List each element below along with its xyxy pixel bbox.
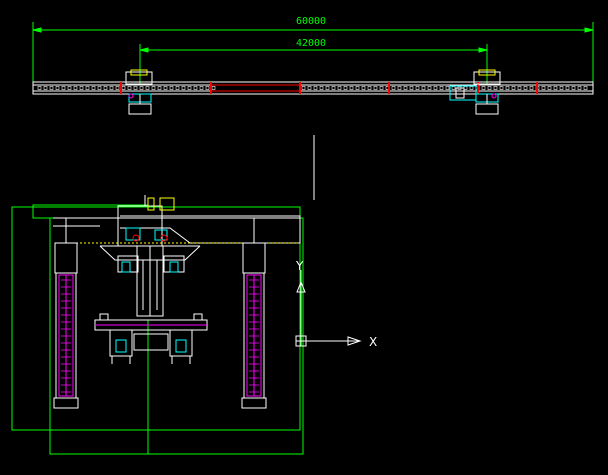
girder-perforation bbox=[439, 86, 444, 90]
spreader-beam bbox=[94, 313, 208, 364]
girder-perforation bbox=[481, 86, 486, 90]
girder-perforation bbox=[91, 86, 96, 90]
girder-perforation bbox=[373, 86, 378, 90]
left-trolley-plan bbox=[125, 69, 153, 115]
girder-perforation bbox=[511, 86, 516, 90]
girder-perforation bbox=[571, 86, 576, 90]
left-leg-stiffeners bbox=[61, 279, 71, 393]
hoist-column bbox=[136, 245, 164, 317]
ucs-icon bbox=[295, 270, 362, 347]
left-leg bbox=[53, 218, 79, 409]
girder-perforation bbox=[175, 86, 180, 90]
girder-perforation bbox=[163, 86, 168, 90]
girder-perforation bbox=[37, 86, 42, 90]
girder-perforation bbox=[43, 86, 48, 90]
girder-perforation bbox=[403, 86, 408, 90]
girder-perforation bbox=[127, 86, 132, 90]
girder-perforation bbox=[523, 86, 528, 90]
dimension-overall bbox=[32, 22, 594, 84]
girder-perforation bbox=[505, 86, 510, 90]
girder-perforation bbox=[151, 86, 156, 90]
girder-perforation bbox=[301, 86, 306, 90]
girder-perforation bbox=[55, 86, 60, 90]
girder-perforation bbox=[583, 86, 588, 90]
girder-perforation bbox=[445, 86, 450, 90]
girder-perforation bbox=[139, 86, 144, 90]
girder-perforation bbox=[553, 86, 558, 90]
girder-perforation bbox=[397, 86, 402, 90]
girder-perforation bbox=[325, 86, 330, 90]
girder-perforation bbox=[469, 86, 474, 90]
girder-perforation bbox=[181, 86, 186, 90]
girder-perforation bbox=[559, 86, 564, 90]
girder-perforation bbox=[49, 86, 54, 90]
girder-perforation bbox=[121, 86, 126, 90]
girder-perforation bbox=[565, 86, 570, 90]
girder-perforation bbox=[433, 86, 438, 90]
girder-perforation bbox=[541, 86, 546, 90]
girder-perforation bbox=[199, 86, 204, 90]
girder-perforation bbox=[331, 86, 336, 90]
girder-perforation bbox=[361, 86, 366, 90]
girder-perforation bbox=[529, 86, 534, 90]
girder-perforation bbox=[379, 86, 384, 90]
girder-perforation bbox=[415, 86, 420, 90]
girder-perforation bbox=[343, 86, 348, 90]
girder-perforation bbox=[451, 86, 456, 90]
girder-perforation bbox=[145, 86, 150, 90]
girder-perforation bbox=[193, 86, 198, 90]
main-crossbeam bbox=[53, 215, 301, 244]
girder-perforation bbox=[349, 86, 354, 90]
girder-perforation bbox=[577, 86, 582, 90]
girder-perforation bbox=[307, 86, 312, 90]
girder-perforation bbox=[319, 86, 324, 90]
girder-perforation bbox=[547, 86, 552, 90]
girder-perforation bbox=[61, 86, 66, 90]
girder-perforation bbox=[205, 86, 210, 90]
girder-perforation bbox=[337, 86, 342, 90]
girder-perforation bbox=[73, 86, 78, 90]
girder-perforation bbox=[115, 86, 120, 90]
girder-perforation bbox=[517, 86, 522, 90]
elevation-view bbox=[11, 195, 304, 455]
dimension-overall-label: 60000 bbox=[296, 16, 326, 27]
right-trolley-plan bbox=[449, 69, 501, 115]
girder-perforation bbox=[109, 86, 114, 90]
girder-perforation bbox=[103, 86, 108, 90]
girder-perforation bbox=[367, 86, 372, 90]
girder-centre-band bbox=[211, 84, 300, 92]
girder-perforation bbox=[211, 86, 216, 90]
girder-perforation bbox=[355, 86, 360, 90]
right-leg-stiffeners bbox=[249, 279, 259, 393]
girder-perforation bbox=[421, 86, 426, 90]
ucs-y-label: Y bbox=[295, 259, 304, 273]
girder-perforation bbox=[79, 86, 84, 90]
girder-perforation bbox=[493, 86, 498, 90]
dimension-span bbox=[139, 44, 488, 84]
girder-splice-marks bbox=[120, 82, 538, 94]
ucs-x-label: X bbox=[369, 335, 377, 349]
girder-perforation bbox=[187, 86, 192, 90]
girder-perforation bbox=[427, 86, 432, 90]
girder-perforation bbox=[391, 86, 396, 90]
girder-perforation bbox=[409, 86, 414, 90]
plan-view: 60000 42000 bbox=[32, 16, 594, 115]
dimension-span-label: 42000 bbox=[296, 38, 326, 49]
girder-perforation bbox=[499, 86, 504, 90]
girder-perforation bbox=[313, 86, 318, 90]
girder-plan bbox=[32, 81, 594, 95]
right-leg bbox=[241, 218, 267, 409]
girder-perforation bbox=[169, 86, 174, 90]
girder-perforation bbox=[85, 86, 90, 90]
girder-perforation bbox=[97, 86, 102, 90]
girder-perforation bbox=[487, 86, 492, 90]
girder-perforation bbox=[133, 86, 138, 90]
girder-perforation bbox=[157, 86, 162, 90]
girder-perforation bbox=[67, 86, 72, 90]
